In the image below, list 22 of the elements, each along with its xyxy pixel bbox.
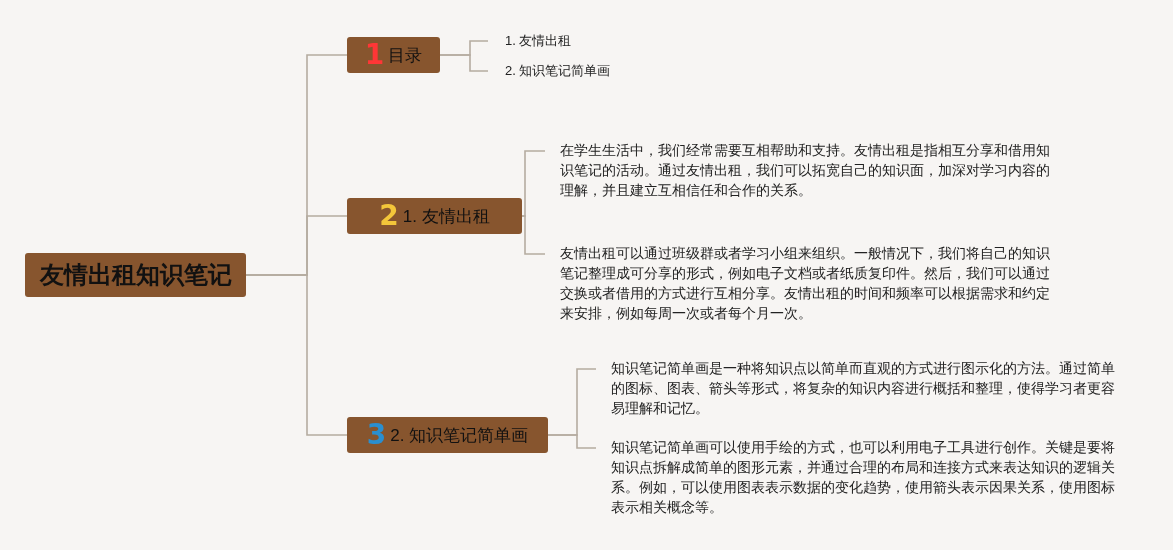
root-topic-box bbox=[25, 253, 246, 297]
paragraph: 在学生生活中，我们经常需要互相帮助和支持。友情出租是指相互分享和借用知识笔记的活动。通过友情出租，我们可以拓宽自己的知识面，加深对学习内容的理解，并且建立互相信任和合作的关系。 bbox=[560, 142, 1051, 200]
connector-line bbox=[245, 274, 348, 436]
topic-box bbox=[347, 417, 548, 453]
root-topic-text: 友情出租知识笔记 bbox=[39, 260, 232, 290]
topic-number: 2 bbox=[379, 202, 399, 230]
subtopic-text: 2. 知识笔记简单画 bbox=[505, 63, 611, 78]
subtopic-text: 1. 友情出租 bbox=[505, 33, 572, 48]
connector-line bbox=[521, 150, 546, 217]
connector-line bbox=[439, 54, 489, 72]
topic-box bbox=[347, 37, 440, 73]
topic-number: 3 bbox=[366, 421, 387, 449]
paragraph: 知识笔记简单画可以使用手绘的方式，也可以利用电子工具进行创作。关键是要将知识点拆解成简单的图形元素，并通过合理的布局和连接方式来表达知识的逻辑关系。例如，可以使用图表表示数据的变化趋势，使用箭头表示因果关系，使用图标表示相关概念等。 bbox=[611, 439, 1116, 517]
paragraph: 知识笔记简单画是一种将知识点以简单而直观的方式进行图示化的方法。通过简单的图标、图表、箭头等形式，将复杂的知识内容进行概括和整理，使得学习者更容易理解和记忆。 bbox=[611, 360, 1116, 418]
topic-text: 目录 bbox=[388, 44, 423, 67]
connector-line bbox=[547, 434, 597, 449]
topic-number: 1 bbox=[364, 41, 385, 69]
connector-line bbox=[521, 215, 546, 255]
topic-box bbox=[347, 198, 522, 234]
topic-text: 1. 友情出租 bbox=[402, 205, 490, 228]
paragraph: 友情出租可以通过班级群或者学习小组来组织。一般情况下，我们将自己的知识笔记整理成可分享的形式，例如电子文档或者纸质复印件。然后，我们可以通过交换或者借用的方式进行互相分享。友情出租的时间和频率可以根据需求和约定来安排，例如每周一次或者每个月一次。 bbox=[560, 245, 1051, 323]
topic-text: 2. 知识笔记简单画 bbox=[390, 424, 529, 447]
